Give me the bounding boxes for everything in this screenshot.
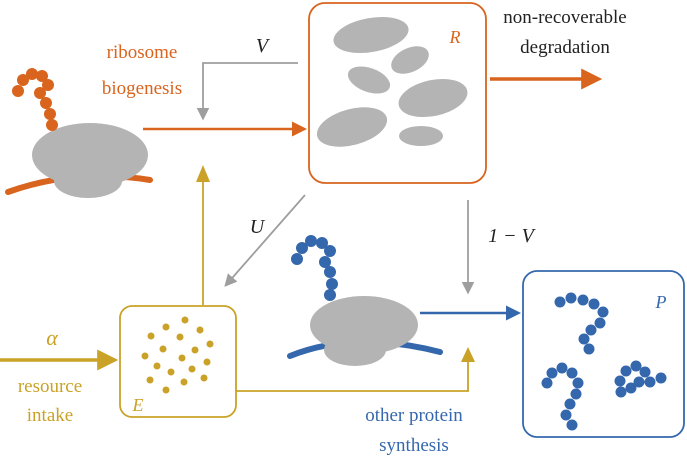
degradation-label-1: non-recoverable — [503, 7, 626, 28]
e-pool-icon — [141, 316, 214, 394]
p-label: P — [655, 292, 667, 312]
u-label: U — [250, 216, 266, 238]
resource-to-protein-arrowhead — [461, 347, 475, 362]
one-minus-v-label: 1 − V — [488, 225, 536, 247]
e-label: E — [132, 395, 144, 415]
p-pool-box — [522, 270, 685, 438]
v-control-arrow — [196, 62, 298, 121]
alpha-label: α — [46, 325, 58, 350]
ribosome-bottom-icon — [287, 235, 443, 366]
other-protein-label-1: other protein — [365, 405, 463, 426]
ribosome-biogenesis-label-1: ribosome — [107, 42, 178, 63]
ribosome-top-icon — [5, 68, 153, 198]
resource-to-biogenesis-arrowhead — [196, 165, 210, 182]
resource-intake-label-2: intake — [27, 405, 73, 426]
ribosome-biogenesis-label-2: biogenesis — [102, 78, 182, 99]
resource-to-protein-line — [236, 358, 469, 392]
r-label: R — [449, 27, 461, 47]
v-label: V — [256, 35, 271, 57]
resource-intake-label-1: resource — [18, 376, 82, 397]
p-pool-icon — [541, 292, 667, 431]
other-protein-label-2: synthesis — [379, 435, 449, 456]
r-pool-icon — [316, 17, 468, 147]
u-control-arrow — [224, 194, 306, 287]
degradation-label-2: degradation — [520, 37, 610, 58]
